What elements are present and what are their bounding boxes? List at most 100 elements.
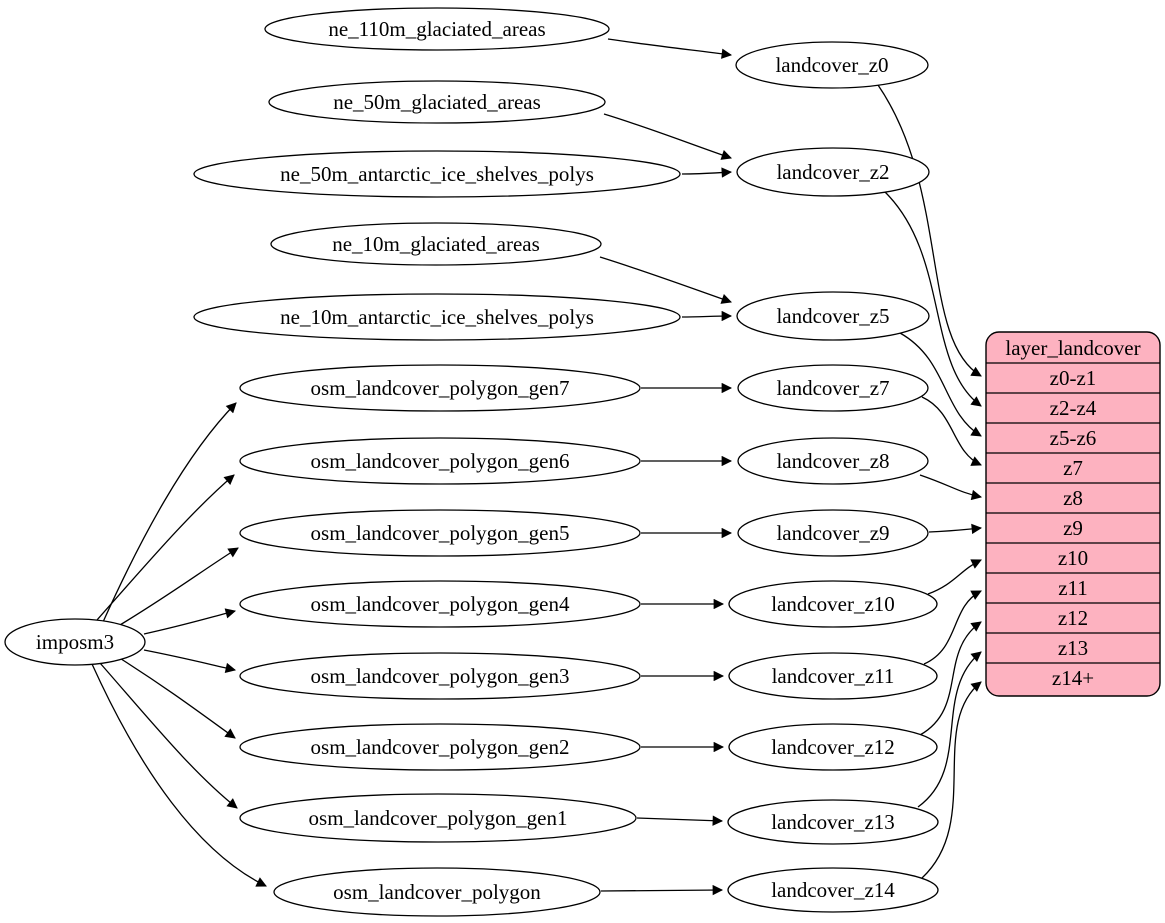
edge-polygon-to-z14 [600,884,724,896]
node-landcover-z9: landcover_z9 [737,509,929,557]
table-row-label: z5-z6 [1050,426,1097,450]
node-label: osm_landcover_polygon_gen6 [311,449,570,473]
node-label: landcover_z11 [772,664,895,688]
node-ne-10m-glaciated-areas: ne_10m_glaciated_areas [270,222,602,266]
node-ellipse [727,799,939,845]
node-ellipse [735,41,929,89]
node-ellipse [270,222,602,266]
edge-imposm3-to-polygon [91,663,267,887]
node-ellipse [4,618,146,666]
node-label: landcover_z9 [776,521,889,545]
node-osm-landcover-polygon-gen3: osm_landcover_polygon_gen3 [239,652,641,700]
node-ellipse [737,364,929,412]
edge-z9-to-row-z9 [928,523,983,535]
node-ellipse [264,7,610,51]
edge-z0-to-row-z0-z1 [877,84,982,377]
node-ellipse [239,580,641,628]
node-ellipse [239,793,637,843]
node-landcover-z2: landcover_z2 [736,147,930,197]
table-row-label: z13 [1058,636,1088,660]
edge-imposm3-to-gen7 [102,402,237,623]
edge-z2-to-row-z2-z4 [883,190,982,407]
edge-z8-to-row-z8 [919,474,983,501]
node-label: landcover_z13 [771,810,895,834]
node-label: osm_landcover_polygon_gen4 [311,592,570,616]
node-ellipse [239,364,641,412]
layer-landcover-table: layer_landcover z0-z1 z2-z4 z5-z6 z7 z8 … [985,331,1161,697]
node-label: osm_landcover_polygon_gen5 [311,521,570,545]
edge-z14-to-row-z14 [921,681,982,879]
node-landcover-z10: landcover_z10 [728,580,938,628]
node-label: ne_50m_glaciated_areas [333,90,541,114]
edge-ne50m-glac-to-z2 [603,113,732,160]
node-osm-landcover-polygon-gen7: osm_landcover_polygon_gen7 [239,364,641,412]
node-ellipse [728,723,938,771]
node-landcover-z13: landcover_z13 [727,799,939,845]
node-label: landcover_z5 [776,304,889,328]
node-ellipse [193,150,681,198]
table-row-label: z7 [1063,456,1083,480]
node-ne-10m-antarctic-ice-shelves-polys: ne_10m_antarctic_ice_shelves_polys [193,293,681,341]
node-label: landcover_z12 [771,735,895,759]
node-ne-50m-antarctic-ice-shelves-polys: ne_50m_antarctic_ice_shelves_polys [193,150,681,198]
node-label: osm_landcover_polygon_gen7 [311,376,570,400]
node-ellipse [736,147,930,197]
node-ellipse [239,723,641,771]
edge-z13-to-row-z13 [917,651,982,808]
node-ellipse [273,867,601,917]
table-title: layer_landcover [1005,336,1140,360]
node-osm-landcover-polygon-gen6: osm_landcover_polygon_gen6 [239,437,641,485]
node-osm-landcover-polygon-gen4: osm_landcover_polygon_gen4 [239,580,641,628]
edge-z11-to-row-z11 [923,590,982,665]
node-label: landcover_z14 [771,878,895,902]
edge-imposm3-to-gen3 [143,649,237,674]
table-row-label: z12 [1058,606,1088,630]
node-ellipse [268,80,606,124]
node-landcover-z8: landcover_z8 [737,437,929,485]
node-ellipse [737,437,929,485]
edge-imposm3-to-gen2 [117,656,236,739]
edge-z12-to-row-z12 [919,621,982,736]
edge-z7-to-row-z7 [921,396,982,466]
node-label: landcover_z2 [776,160,889,184]
table-row-label: z9 [1063,516,1083,540]
node-ellipse [239,652,641,700]
node-landcover-z7: landcover_z7 [737,364,929,412]
table-row-label: z14+ [1052,666,1094,690]
edge-ne10m-glac-to-z5 [599,256,732,304]
node-ne-110m-glaciated-areas: ne_110m_glaciated_areas [264,7,610,51]
node-label: ne_10m_glaciated_areas [332,232,540,256]
node-landcover-z11: landcover_z11 [728,652,938,700]
node-ne-50m-glaciated-areas: ne_50m_glaciated_areas [268,80,606,124]
node-ellipse [736,291,930,341]
node-label: ne_10m_antarctic_ice_shelves_polys [280,305,594,329]
table-row-label: z0-z1 [1050,366,1097,390]
node-ellipse [737,509,929,557]
node-label: osm_landcover_polygon_gen2 [311,735,570,759]
edge-imposm3-to-gen1 [99,662,238,809]
node-label: osm_landcover_polygon_gen1 [309,806,568,830]
node-ellipse [193,293,681,341]
edge-ne110m-to-z0 [607,38,733,59]
edges-group [91,38,983,896]
edge-z10-to-row-z10 [927,559,982,595]
edge-ne50m-ant-to-z2 [681,167,733,178]
node-label: landcover_z7 [776,376,889,400]
node-imposm3: imposm3 [4,618,146,666]
node-landcover-z14: landcover_z14 [727,867,939,913]
edge-z5-to-row-z5-z6 [899,332,982,437]
node-ellipse [727,867,939,913]
node-ellipse [728,580,938,628]
node-ellipse [728,652,938,700]
node-ellipse [239,437,641,485]
nodes-group: imposm3 ne_110m_glaciated_areas ne_50m_g… [4,7,939,917]
node-osm-landcover-polygon-gen5: osm_landcover_polygon_gen5 [239,509,641,557]
node-label: osm_landcover_polygon [333,880,541,904]
node-label: landcover_z10 [771,592,895,616]
node-label: ne_110m_glaciated_areas [328,17,545,41]
table-row-label: z11 [1058,576,1088,600]
node-osm-landcover-polygon-gen2: osm_landcover_polygon_gen2 [239,723,641,771]
node-label: ne_50m_antarctic_ice_shelves_polys [280,162,594,186]
